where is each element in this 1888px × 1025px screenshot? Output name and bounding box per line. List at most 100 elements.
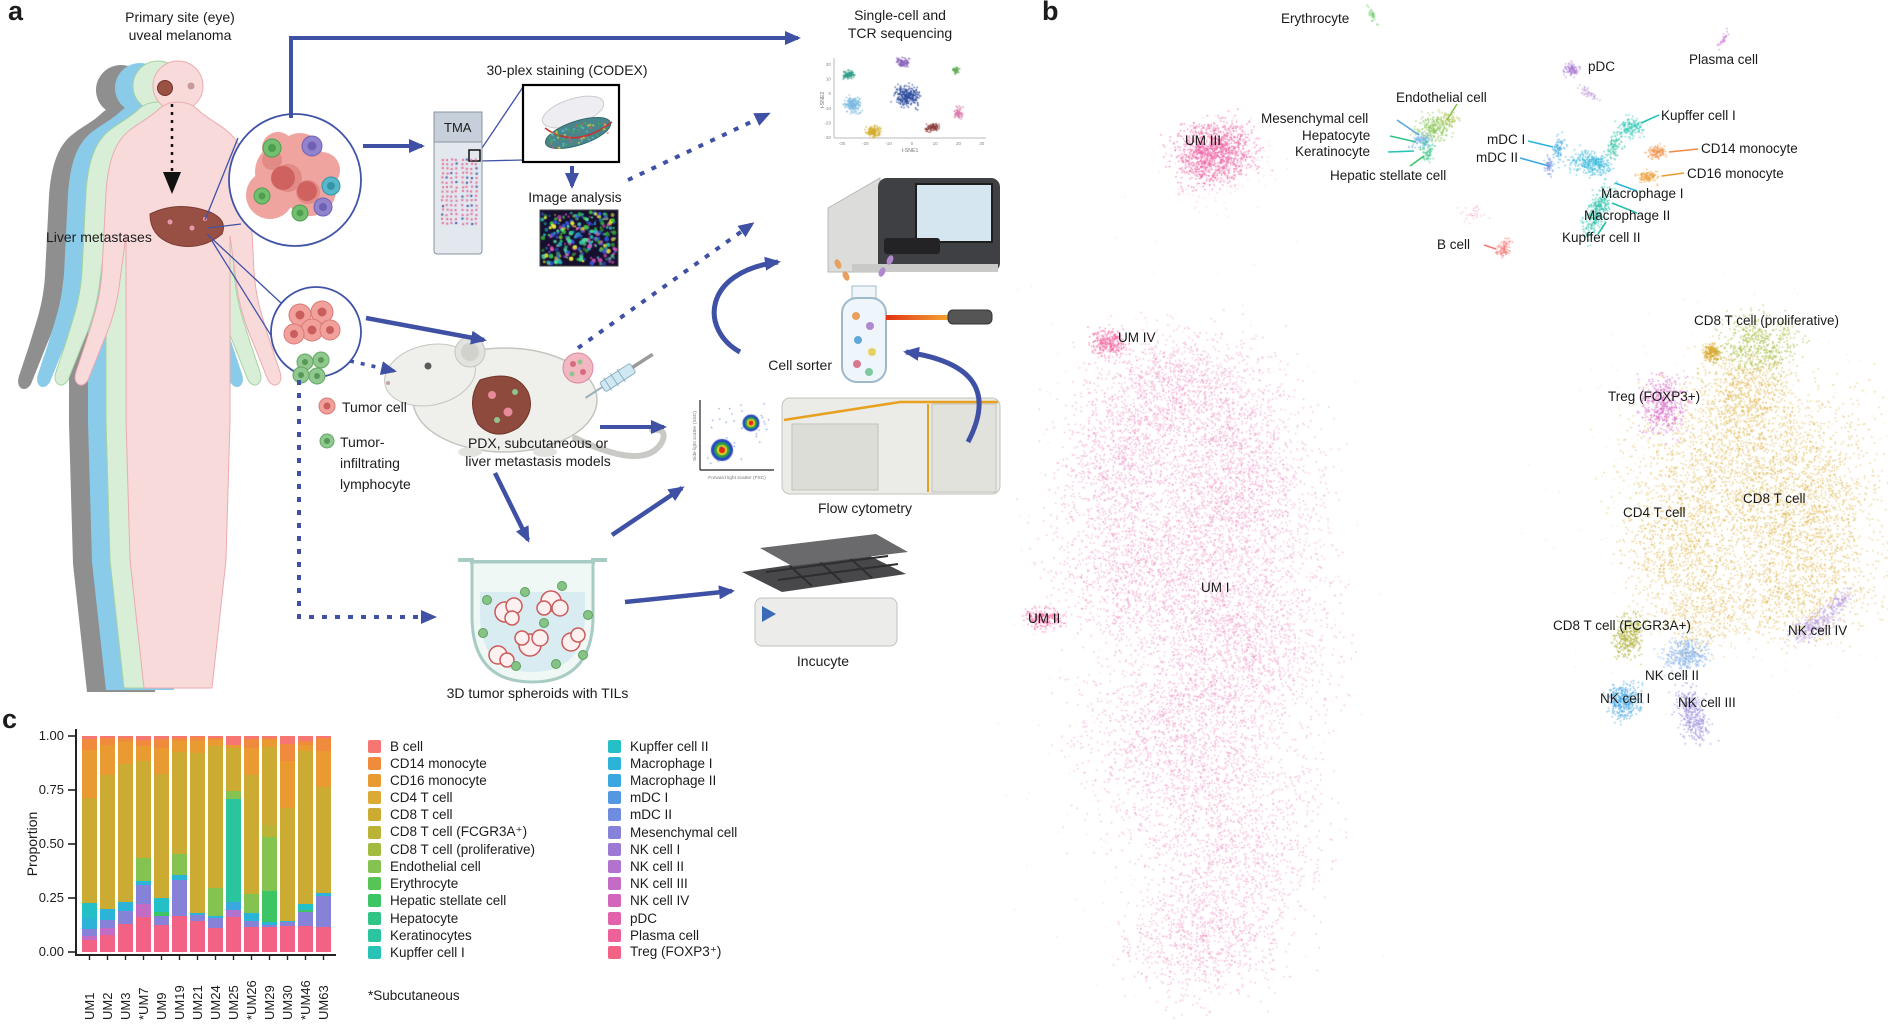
sequencer-icon (827, 177, 1000, 273)
bar-segment (226, 909, 241, 918)
bar-x-label: UM3 (118, 992, 133, 1020)
umap-cluster-label: Endothelial cell (1396, 90, 1487, 105)
bar-UM46 (298, 736, 313, 952)
label-leader-line (1396, 119, 1420, 136)
legend-item: Erythrocyte (368, 876, 458, 892)
bar-UM2 (100, 736, 115, 952)
legend-label: B cell (390, 738, 424, 754)
legend-swatch (608, 791, 621, 805)
umap-cluster-label: Kupffer cell I (1661, 108, 1736, 123)
legend-swatch (368, 756, 381, 770)
legend-swatch (608, 739, 621, 753)
legend-label: Mesenchymal cell (630, 824, 738, 840)
label-leader-line (1483, 244, 1497, 250)
legend-label: CD14 monocyte (390, 755, 487, 771)
bar-segment (298, 912, 313, 927)
bar-segment (298, 751, 313, 905)
bar-segment (226, 791, 241, 799)
bar-segment (208, 745, 223, 889)
legend-swatch (608, 825, 621, 839)
bar-segment (82, 750, 97, 798)
umap-cluster-label: Macrophage I (1601, 186, 1684, 201)
bar-segment (154, 773, 169, 898)
legend-item: B cell (368, 738, 423, 754)
legend-item: Treg (FOXP3⁺) (608, 944, 721, 960)
bar-segment (172, 752, 187, 854)
bar-UM1 (82, 736, 97, 952)
mini-plot-text: t-SNE2 (820, 92, 826, 109)
incucyte-icon (742, 534, 908, 647)
laser-beam-icon (886, 315, 948, 320)
spheroids-label: 3D tumor spheroids with TILs (446, 685, 629, 701)
mini-plot-text: 10 (826, 77, 832, 82)
umap-cluster-label: mDC I (1487, 132, 1526, 147)
legend-label: NK cell IV (630, 893, 690, 909)
legend-swatch (608, 756, 621, 770)
cell-sorter-label: Cell sorter (768, 357, 832, 373)
mini-plot-text: -30 (824, 135, 831, 140)
bar-UM7 (136, 736, 151, 952)
legend-label: Keratinocytes (390, 927, 472, 943)
legend-swatch (608, 945, 621, 959)
bar-segment (244, 927, 259, 952)
mini-plot-text: 10 (933, 141, 939, 146)
bar-segment (280, 736, 295, 744)
bar-segment (82, 940, 97, 952)
panel-a-label: a (8, 0, 24, 26)
bar-segment (208, 928, 223, 952)
bar-segment (190, 741, 205, 754)
codex-label: 30-plex staining (CODEX) (486, 62, 648, 78)
bar-segment (136, 917, 151, 952)
legend-item: Plasma cell (608, 927, 699, 943)
legend-swatch (368, 911, 381, 925)
bar-segment (136, 858, 151, 881)
legend-item: NK cell IV (608, 893, 689, 909)
bar-segment (100, 908, 115, 920)
bar-x-label: UM2 (100, 992, 115, 1020)
legend-swatch (368, 825, 381, 839)
legend-swatch (368, 808, 381, 822)
bar-segment (172, 879, 187, 917)
legend-label: Treg (FOXP3⁺) (630, 944, 722, 960)
legend-item: Keratinocytes (368, 927, 472, 943)
bar-x-label: *UM46 (298, 980, 313, 1020)
bar-UM26 (244, 736, 259, 952)
label-leader-line (1389, 135, 1417, 143)
legend-label: CD8 T cell (proliferative) (390, 841, 536, 857)
bar-segment (280, 808, 295, 921)
legend-swatch (608, 842, 621, 856)
bar-x-label: UM21 (190, 985, 205, 1020)
bar-segment (118, 764, 133, 903)
bar-segment (208, 888, 223, 917)
tumor-inset-icon (228, 113, 362, 247)
bar-segment (82, 797, 97, 904)
mini-plot-text: -20 (862, 141, 869, 146)
panel-b-label: b (1042, 0, 1059, 26)
legend-swatch (608, 859, 621, 873)
legend-swatch (608, 894, 621, 908)
bar-segment (118, 910, 133, 924)
umap-cluster-label: NK cell IV (1788, 623, 1848, 638)
legend-label: mDC I (630, 790, 669, 806)
mini-plot-text: 20 (826, 62, 832, 67)
bar-segment (262, 837, 277, 892)
tumor-cell-legend-label: Tumor cell (342, 399, 407, 415)
legend-item: CD4 T cell (368, 790, 453, 806)
bar-x-label: UM25 (226, 985, 241, 1020)
bar-UM29 (262, 736, 277, 952)
bar-segment (82, 739, 97, 751)
legend-item: CD8 T cell (FCGR3A⁺) (368, 824, 527, 840)
cell-sorter-icon (834, 255, 993, 383)
image-analysis-thumbnail (539, 209, 619, 267)
bar-x-label: UM63 (316, 985, 331, 1020)
bar-segment (226, 736, 241, 745)
label-leader-line (1668, 148, 1699, 153)
label-leader-line (1661, 172, 1685, 177)
legend-label: Erythrocyte (390, 876, 459, 892)
label-leader-line (1640, 114, 1660, 124)
bar-segment (244, 893, 259, 914)
bar-segment (316, 751, 331, 787)
legend-item: Mesenchymal cell (608, 824, 737, 840)
spheroid-well-icon (458, 558, 607, 684)
